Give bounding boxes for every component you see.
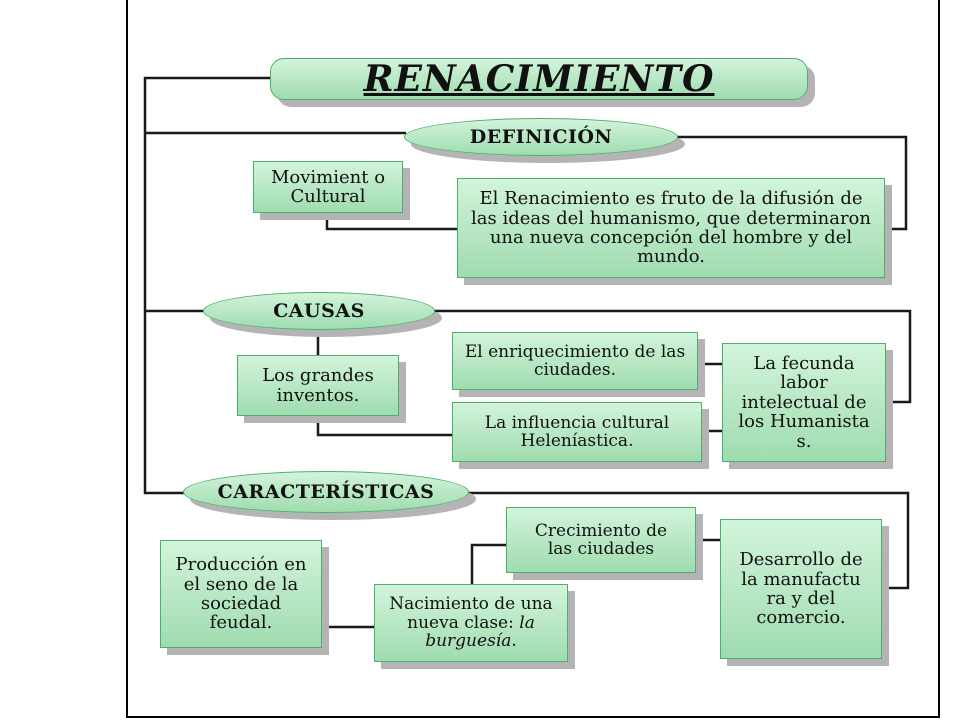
node-produccion-feudal: Producción en el seno de la sociedad feu… bbox=[160, 540, 322, 648]
node-labor-humanistas: La fecunda labor intelectual de los Huma… bbox=[722, 343, 886, 462]
section-definicion: DEFINICIÓN bbox=[404, 118, 678, 156]
link-nacimiento-crecimiento bbox=[470, 543, 508, 584]
node-desarrollo-manufactura: Desarrollo de la manufactu ra y del come… bbox=[720, 519, 882, 659]
node-movimiento-cultural: Movimient o Cultural bbox=[253, 161, 403, 213]
node-crecimiento-ciudades: Crecimiento de las ciudades bbox=[506, 507, 696, 573]
link-caract-right bbox=[466, 491, 910, 590]
link-definicion-right bbox=[676, 135, 908, 231]
node-grandes-inventos: Los grandes inventos. bbox=[237, 355, 399, 416]
burguesia-text: la burguesía bbox=[425, 612, 535, 652]
link-movimiento-texto bbox=[325, 212, 458, 231]
nacimiento-text: Nacimiento de una nueva clase: bbox=[389, 594, 553, 633]
diagram-frame bbox=[126, 0, 940, 718]
section-caracteristicas: CARACTERÍSTICAS bbox=[183, 471, 469, 513]
title-box: RENACIMIENTO bbox=[270, 58, 808, 100]
section-causas: CAUSAS bbox=[203, 292, 435, 330]
title-text: RENACIMIENTO bbox=[363, 57, 715, 100]
node-influencia-cultural: La influencia cultural Heleníastica. bbox=[452, 402, 702, 462]
link-causas-right bbox=[432, 309, 912, 404]
node-definicion-texto: El Renacimiento es fruto de la difusión … bbox=[457, 178, 885, 278]
node-enriquecimiento: El enriquecimiento de las ciudades. bbox=[452, 332, 698, 390]
link-inventos-influencia bbox=[316, 415, 452, 437]
node-nacimiento-burguesia: Nacimiento de una nueva clase: la burgue… bbox=[374, 584, 568, 662]
spine-line bbox=[143, 76, 270, 495]
